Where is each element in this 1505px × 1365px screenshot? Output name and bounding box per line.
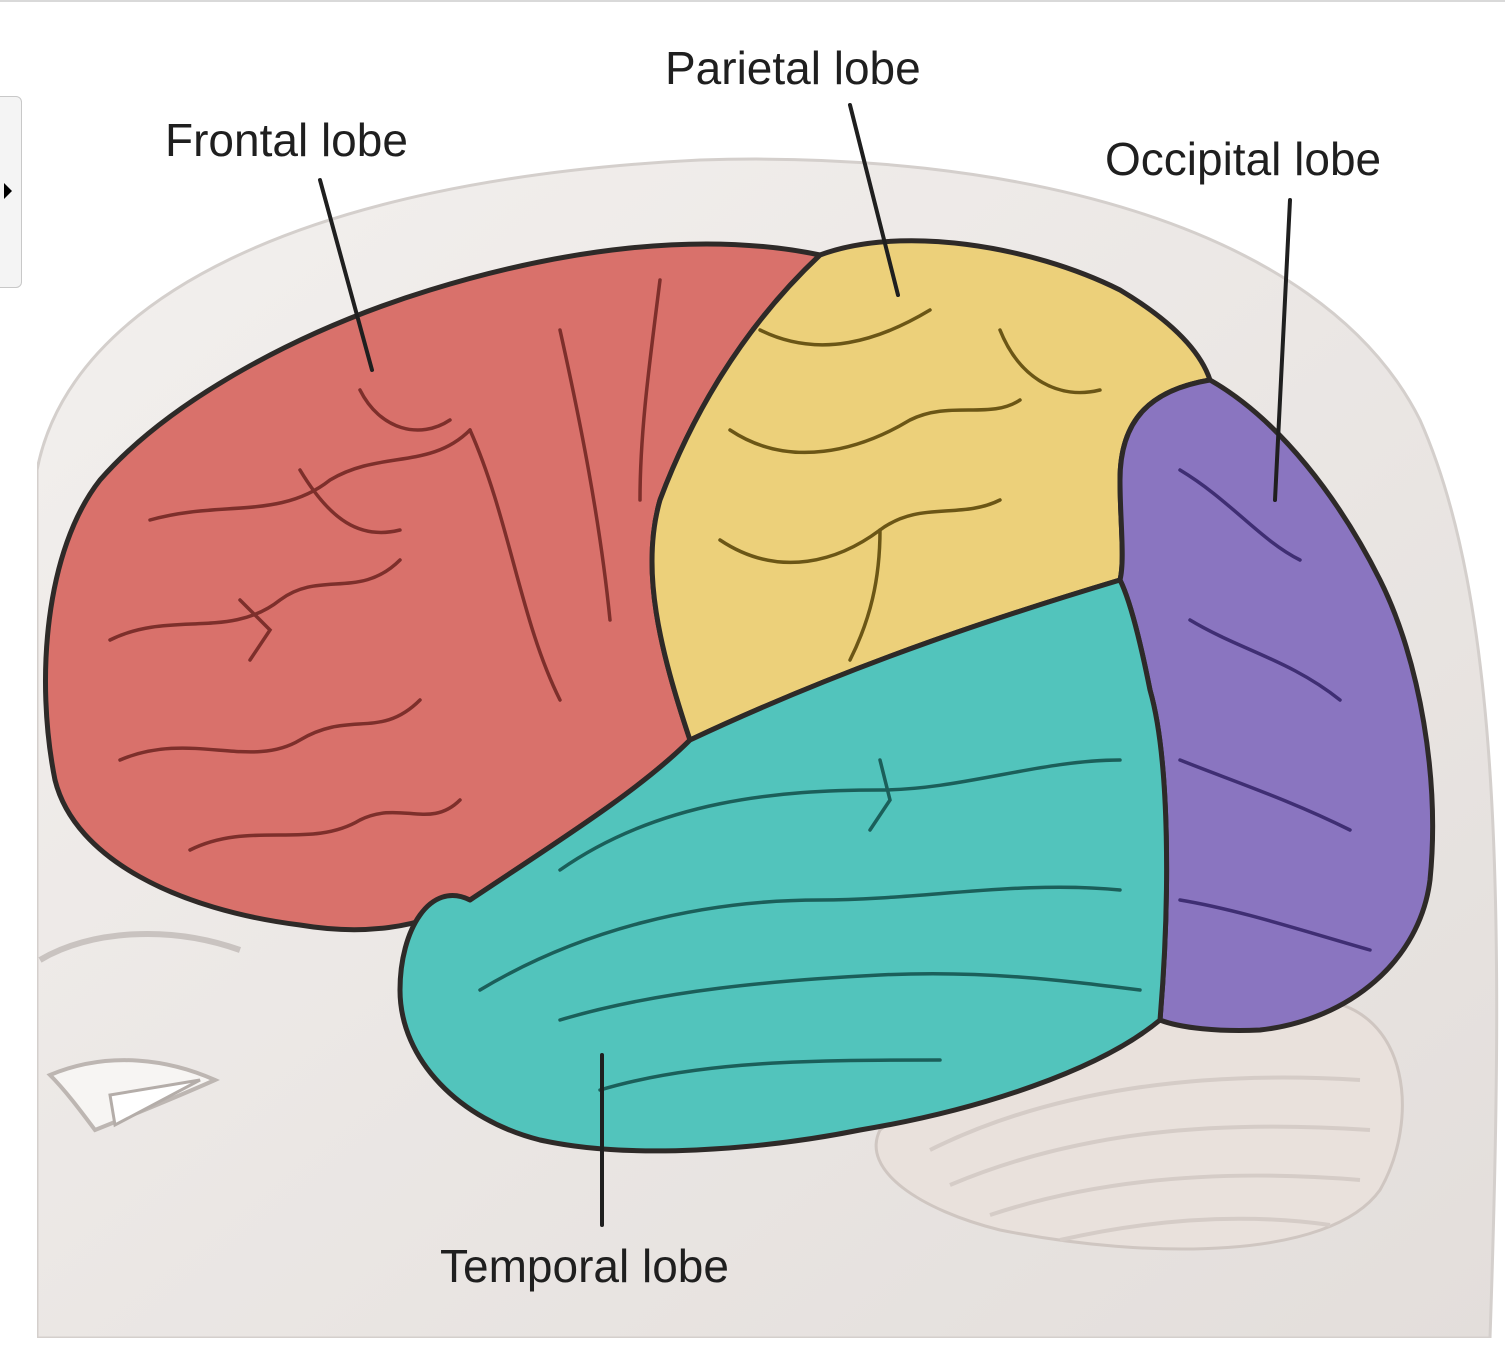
occipital-leader-line <box>1273 198 1292 502</box>
parietal-lobe-label: Parietal lobe <box>665 42 921 94</box>
eye-lid-sketch <box>108 1078 201 1128</box>
temporal-lobe <box>397 577 1170 1154</box>
temporal-lobe-label: Temporal lobe <box>440 1240 729 1292</box>
side-panel-toggle[interactable] <box>0 96 22 288</box>
brain-lobes-diagram: Frontal lobe Parietal lobe Occipital lob… <box>37 42 1499 1338</box>
parietal-leader-line <box>848 103 900 297</box>
frontal-leader-line <box>318 178 374 372</box>
occipital-lobe <box>1117 377 1436 1034</box>
temporal-sulci <box>478 758 1142 1092</box>
frontal-lobe-label: Frontal lobe <box>165 114 408 166</box>
occipital-sulci <box>1178 468 1372 952</box>
parietal-sulci <box>718 308 1102 662</box>
occipital-lobe-label: Occipital lobe <box>1105 133 1381 185</box>
top-divider <box>0 0 1505 2</box>
frontal-sulci <box>108 278 662 852</box>
leader-lines <box>318 103 1292 1227</box>
triangle-right-icon <box>4 183 12 199</box>
brow-sketch <box>38 931 242 963</box>
